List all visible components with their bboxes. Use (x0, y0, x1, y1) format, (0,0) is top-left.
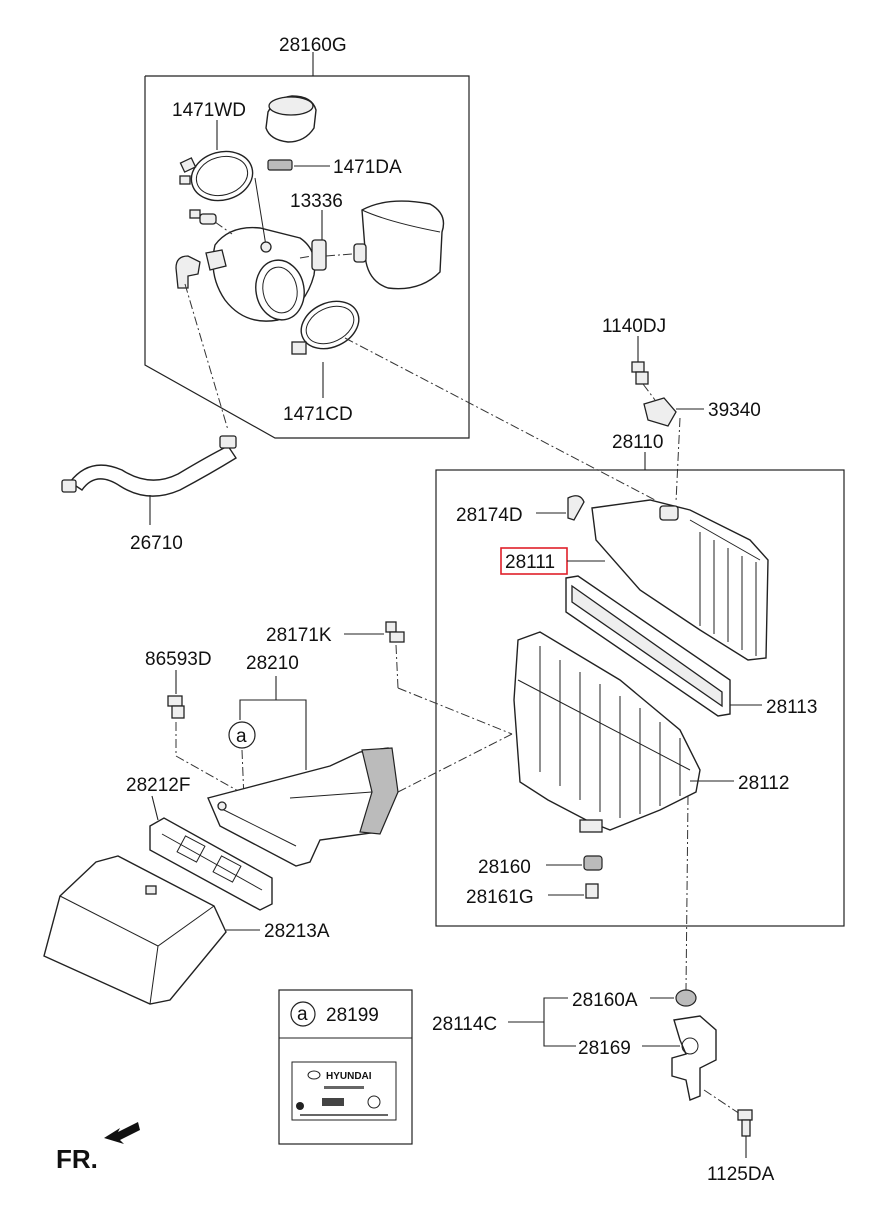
part-28112-body[interactable] (513, 631, 734, 833)
part-1471cd-clamp[interactable] (291, 292, 366, 398)
part-28174d-clip[interactable] (536, 495, 585, 521)
label-1125da[interactable]: 1125DA (707, 1164, 775, 1185)
part-28169-bracket[interactable] (642, 1015, 741, 1115)
label-28169[interactable]: 28169 (578, 1038, 631, 1059)
part-28213a-cover[interactable] (43, 855, 260, 1005)
leader-28114c (508, 997, 576, 1047)
part-26710-hose[interactable] (61, 435, 237, 525)
label-28160a[interactable]: 28160A (572, 990, 638, 1011)
label-28171k[interactable]: 28171K (266, 625, 332, 646)
part-elbow[interactable] (175, 255, 201, 289)
label-sticker-brand: HYUNDAI (326, 1071, 372, 1082)
group-box-28110 (435, 452, 845, 927)
part-1471da[interactable] (267, 159, 330, 171)
label-28160g[interactable]: 28160G (279, 35, 347, 56)
part-86593d-clip[interactable] (167, 670, 241, 793)
part-resonator[interactable] (353, 200, 445, 290)
part-1140dj-bolt[interactable] (631, 336, 656, 401)
label-26710[interactable]: 26710 (130, 533, 183, 554)
ref-marker-a-letter: a (236, 726, 247, 747)
part-39340-sensor[interactable] (643, 397, 704, 503)
front-direction-arrow (104, 1122, 140, 1144)
label-1471cd[interactable]: 1471CD (283, 404, 353, 425)
label-28111-highlight[interactable] (500, 547, 605, 575)
leader-28210 (239, 676, 307, 770)
label-28210[interactable]: 28210 (246, 653, 299, 674)
label-28110[interactable]: 28110 (612, 432, 663, 453)
group-box-28160g (144, 52, 470, 439)
part-28171k-bolt[interactable] (344, 621, 513, 735)
front-direction-label: FR. (56, 1144, 98, 1174)
ref-marker-a[interactable]: a (228, 721, 256, 801)
part-13336-clip[interactable] (299, 210, 353, 271)
label-box-28199 (278, 989, 413, 1145)
part-28210-duct[interactable] (207, 733, 513, 867)
hyundai-label-sticker (291, 1061, 397, 1121)
part-28111-cover[interactable] (591, 499, 769, 661)
label-1471da[interactable]: 1471DA (333, 157, 402, 178)
part-nipple[interactable] (189, 209, 233, 235)
part-28161g-bush[interactable] (548, 883, 599, 899)
label-86593d[interactable]: 86593D (145, 649, 212, 670)
label-1471wd[interactable]: 1471WD (172, 100, 246, 121)
label-28112[interactable]: 28112 (738, 773, 789, 794)
part-1471wd-clamp[interactable] (179, 120, 258, 207)
part-cap[interactable] (265, 95, 317, 143)
label-1140dj[interactable]: 1140DJ (602, 316, 666, 337)
part-1125da-bolt[interactable] (737, 1109, 753, 1158)
part-28160a-grommet[interactable] (650, 989, 697, 1007)
label-28212f[interactable]: 28212F (126, 775, 190, 796)
label-39340[interactable]: 39340 (708, 400, 761, 421)
label-28111[interactable]: 28111 (505, 552, 555, 573)
label-28199[interactable]: 28199 (326, 1005, 379, 1026)
part-28160-grommet[interactable] (546, 855, 603, 871)
part-28212f-bracket[interactable] (149, 795, 273, 911)
label-28213a[interactable]: 28213A (264, 921, 330, 942)
label-28161g[interactable]: 28161G (466, 887, 534, 908)
label-28199-marker: a (297, 1004, 308, 1025)
part-28113-filter[interactable] (565, 575, 762, 717)
part-throttle-body-hose[interactable] (205, 177, 316, 324)
label-28114c[interactable]: 28114C (432, 1014, 497, 1035)
label-28113[interactable]: 28113 (766, 697, 817, 718)
label-28174d[interactable]: 28174D (456, 505, 523, 526)
label-13336[interactable]: 13336 (290, 191, 343, 212)
label-28160[interactable]: 28160 (478, 857, 531, 878)
